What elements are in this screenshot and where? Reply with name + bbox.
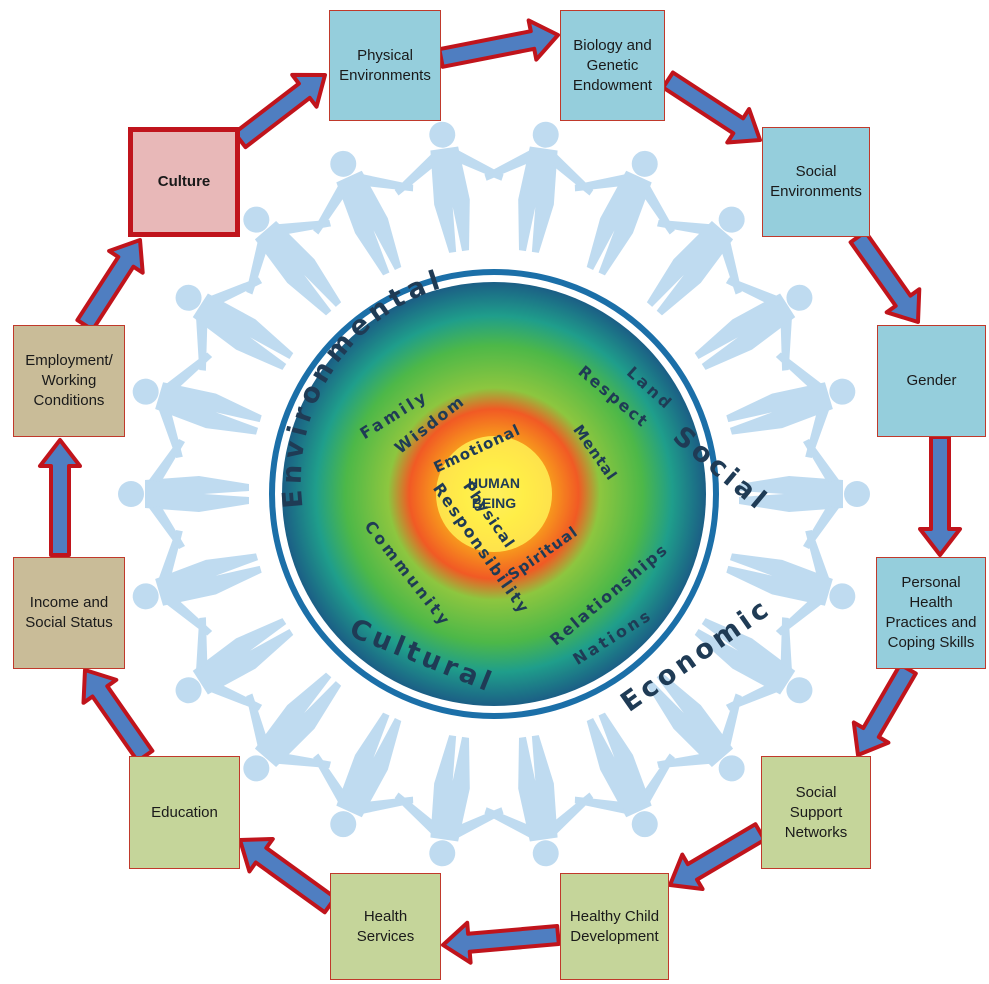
person-silhouette: [574, 150, 675, 276]
wheel-center-line1: HUMAN: [468, 475, 520, 491]
people-silhouettes: [118, 121, 870, 867]
person-silhouette: [118, 439, 249, 549]
person-silhouette: [313, 712, 414, 838]
person-silhouette: [394, 121, 504, 253]
person-silhouette: [394, 735, 504, 867]
cycle-arrow: [668, 822, 767, 891]
box-physical-environments: Physical Environments: [329, 10, 441, 121]
box-employment-working-conditions: Employment/ Working Conditions: [13, 325, 125, 437]
box-education: Education: [129, 756, 240, 869]
box-social-environments: Social Environments: [762, 127, 870, 237]
person-silhouette: [646, 206, 745, 316]
person-silhouette: [726, 530, 856, 636]
box-biology-genetic-endowment: Biology and Genetic Endowment: [560, 10, 665, 121]
box-culture: Culture: [128, 127, 240, 237]
person-silhouette: [132, 352, 262, 458]
cycle-arrow: [238, 837, 338, 915]
person-silhouette: [175, 277, 294, 371]
person-silhouette: [739, 439, 870, 549]
person-silhouette: [694, 617, 813, 711]
person-silhouette: [243, 672, 342, 782]
cycle-arrow: [848, 229, 922, 324]
person-silhouette: [726, 352, 856, 458]
person-silhouette: [574, 712, 675, 838]
cycle-arrow: [661, 70, 762, 145]
human-being-wheel: HUMAN BEING Environmental Social Economi…: [269, 264, 777, 719]
cycle-arrows: [38, 18, 962, 965]
cycle-arrow: [918, 435, 962, 557]
wheel-swirl-ring: [269, 269, 719, 719]
box-gender: Gender: [877, 325, 986, 437]
cycle-arrow: [851, 662, 918, 757]
cycle-arrow: [232, 72, 327, 150]
person-silhouette: [313, 150, 414, 276]
cycle-arrow: [38, 438, 82, 557]
person-silhouette: [132, 530, 262, 636]
box-healthy-child-development: Healthy Child Development: [560, 873, 669, 980]
person-silhouette: [484, 735, 594, 867]
cycle-arrow: [441, 920, 561, 965]
wheel-center: [436, 436, 552, 552]
box-health-services: Health Services: [330, 873, 441, 980]
wheel-center-line2: BEING: [472, 495, 516, 511]
box-income-social-status: Income and Social Status: [13, 557, 125, 669]
box-personal-health-practices: Personal Health Practices and Coping Ski…: [876, 557, 986, 669]
cycle-arrow: [75, 238, 145, 332]
box-social-support-networks: Social Support Networks: [761, 756, 871, 869]
person-silhouette: [484, 121, 594, 253]
cycle-arrow: [437, 18, 560, 69]
cycle-arrow: [81, 668, 155, 764]
